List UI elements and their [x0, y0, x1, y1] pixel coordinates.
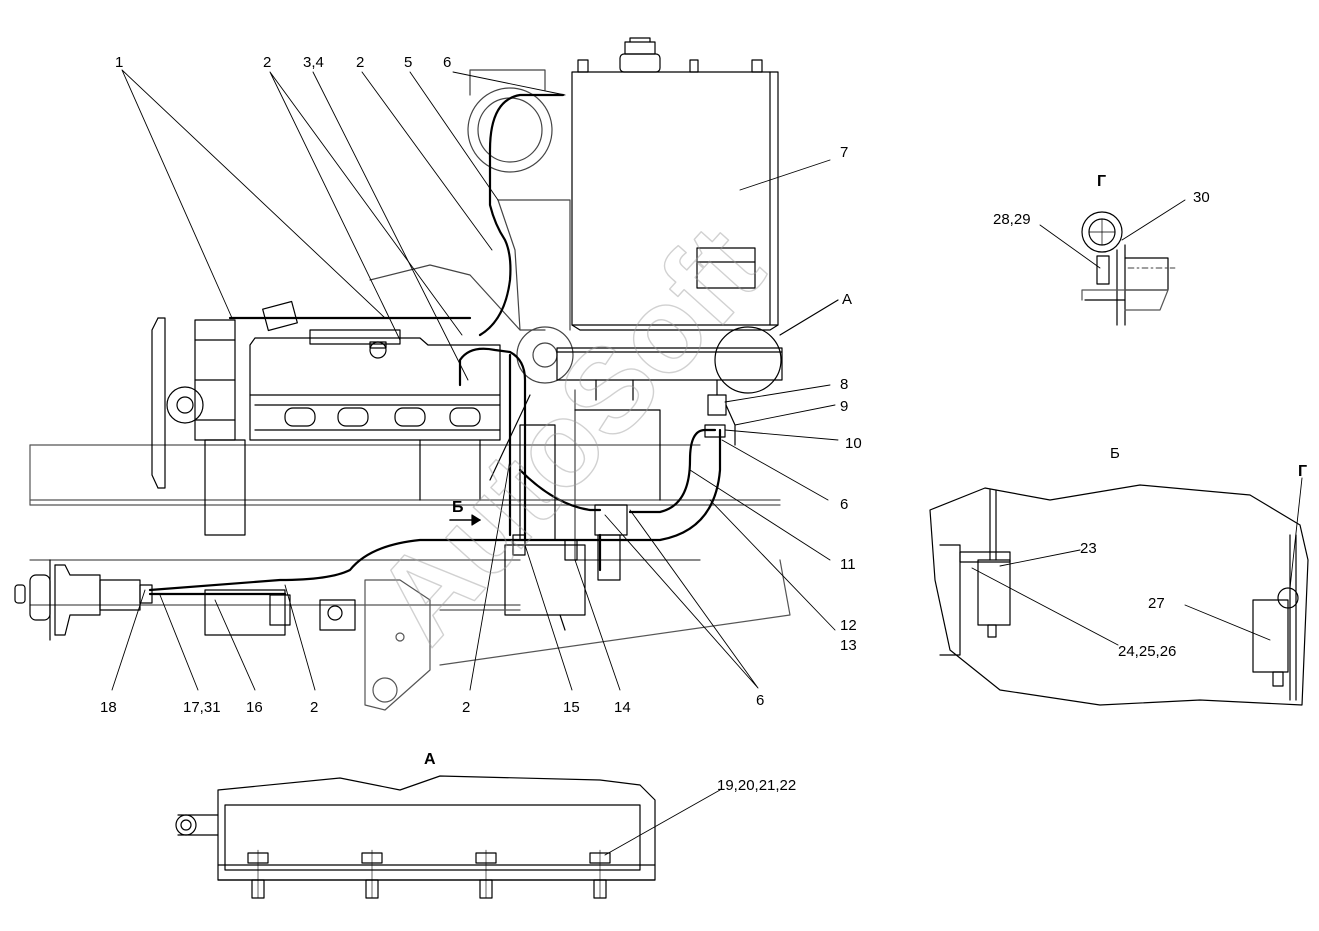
detail-a-circle: [714, 326, 782, 394]
main-assembly-view: Б А: [14, 37, 862, 716]
view-b-title: Б: [1110, 445, 1120, 462]
callout-6: 6: [840, 496, 848, 513]
callout-9: 9: [840, 398, 848, 415]
bolt-row: [247, 849, 611, 899]
fan-assembly: [151, 317, 246, 536]
view-b: Б Г 23 27 24,25,26: [929, 445, 1309, 706]
callout-8: 8: [840, 376, 848, 393]
callout-3-4: 3,4: [303, 54, 324, 71]
callout-13: 13: [840, 637, 857, 654]
callout-16: 16: [246, 699, 263, 716]
callout-28-29: 28,29: [993, 211, 1031, 228]
callout-15: 15: [563, 699, 580, 716]
callout-30: 30: [1193, 189, 1210, 206]
preheater: [14, 559, 356, 641]
view-g: Г 28,29 30: [993, 173, 1210, 326]
callout-6: 6: [756, 692, 764, 709]
callout-labels: 1 2 3,4 2 5 6 7 8 9 10 6 11 12 13 18 17,…: [100, 54, 862, 716]
callout-leaders: [111, 69, 839, 691]
mount-bracket: [364, 579, 521, 711]
callout-11: 11: [840, 556, 856, 573]
fuel-filter: [489, 394, 628, 631]
detail-a-leader: [779, 299, 839, 336]
engine-block: [249, 300, 501, 501]
callout-23: 23: [1080, 540, 1097, 557]
detail-a-marker: А: [842, 291, 852, 308]
callout-27: 27: [1148, 595, 1165, 612]
callout-2: 2: [263, 54, 271, 71]
direction-marker-label: Б: [452, 499, 464, 516]
callout-19-22: 19,20,21,22: [717, 777, 796, 794]
view-g-title: Г: [1097, 173, 1106, 190]
frame-rails: [29, 444, 791, 666]
view-direction-arrow: Б: [449, 499, 481, 526]
callout-5: 5: [404, 54, 412, 71]
fuel-tank: [556, 37, 783, 501]
view-b-marker: Г: [1298, 463, 1307, 480]
view-a: А 19,20,21,22: [175, 751, 796, 899]
callout-7: 7: [840, 144, 848, 161]
callout-1: 1: [115, 54, 123, 71]
callout-24-25-26: 24,25,26: [1118, 643, 1176, 660]
callout-18: 18: [100, 699, 117, 716]
callout-12: 12: [840, 617, 857, 634]
callout-6: 6: [443, 54, 451, 71]
fuel-lines: [148, 93, 722, 596]
callout-2: 2: [310, 699, 318, 716]
callout-10: 10: [845, 435, 862, 452]
callout-14: 14: [614, 699, 631, 716]
callout-2: 2: [356, 54, 364, 71]
view-a-title: А: [424, 751, 436, 768]
callout-17-31: 17,31: [183, 699, 221, 716]
callout-2: 2: [462, 699, 470, 716]
